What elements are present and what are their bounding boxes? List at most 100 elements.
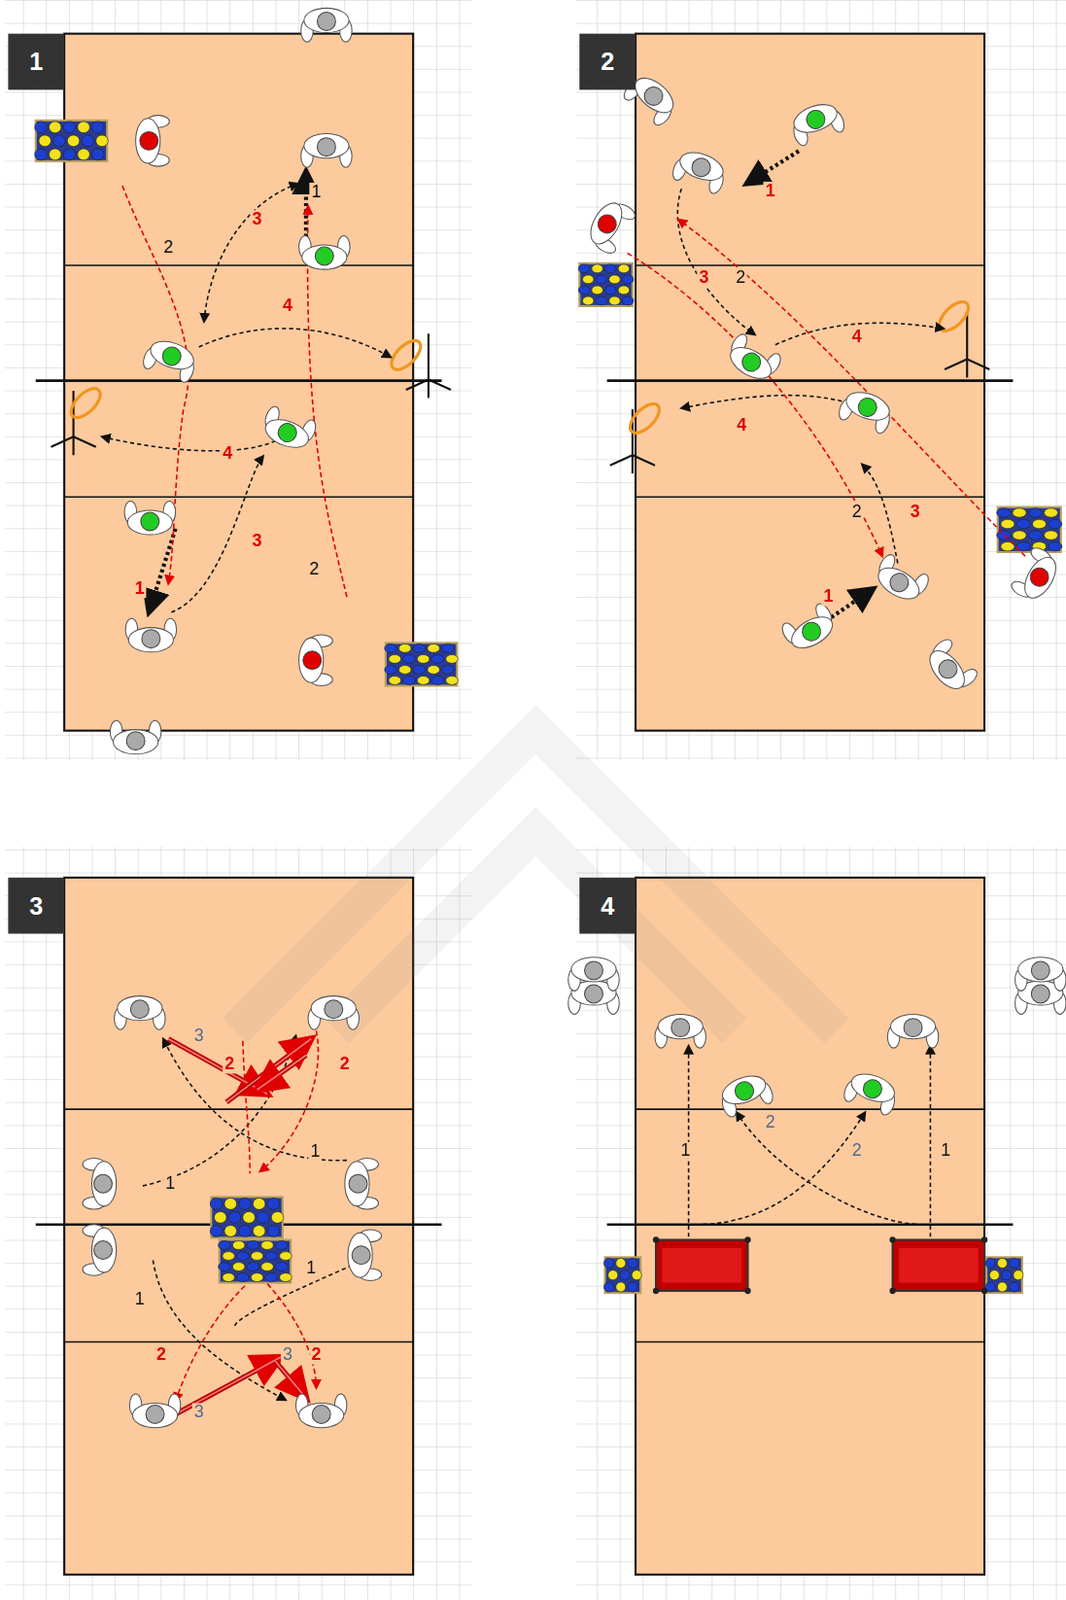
callout-number: 2 [338, 1054, 352, 1073]
player-figure [295, 1393, 346, 1428]
player-figure [301, 134, 352, 169]
callout-number: 2 [763, 1112, 778, 1132]
court [64, 34, 413, 731]
coach-figure [299, 634, 334, 686]
movement-path [678, 219, 1026, 556]
ball-basket [603, 1256, 642, 1293]
movement-path [152, 1260, 285, 1401]
panel-number-box: 4 [579, 877, 636, 934]
movement-path [627, 252, 883, 556]
coach-figure [136, 115, 171, 167]
callout-number: 3 [908, 503, 923, 522]
player-figure [1015, 957, 1066, 992]
panel-number-box: 2 [579, 34, 636, 91]
movement-path [267, 1283, 316, 1388]
movement-path [861, 464, 898, 564]
callout-number: 3 [192, 1026, 207, 1045]
pass-arrow [275, 1360, 306, 1398]
callout-number: 2 [850, 1141, 864, 1161]
movement-path [199, 328, 391, 358]
ball-basket [384, 642, 459, 686]
pass-arrow [226, 1038, 311, 1102]
panel-number-box: 1 [7, 34, 65, 91]
player-figure [779, 600, 841, 655]
panel-number: 2 [600, 47, 615, 76]
player-figure [125, 618, 176, 653]
callout-number: 4 [220, 445, 235, 464]
player-figure [109, 720, 161, 755]
callout-number: 2 [154, 1345, 169, 1365]
player-figure [887, 1014, 938, 1049]
pass-arrow [257, 1054, 307, 1090]
player-figure [836, 385, 896, 436]
player-figure [716, 1068, 776, 1119]
movement-path [148, 528, 175, 613]
player-figure [124, 500, 175, 535]
player-figure [114, 996, 166, 1031]
player-figure [568, 957, 619, 992]
callout-number: 1 [938, 1141, 953, 1161]
callout-number: 2 [222, 1054, 237, 1073]
attack-line [64, 1341, 413, 1343]
attack-line [635, 495, 985, 498]
callout-number: 1 [821, 587, 835, 607]
callout-number: 3 [249, 531, 264, 551]
court [635, 34, 985, 731]
callout-number: 4 [280, 296, 295, 315]
player-figure [670, 145, 730, 196]
coach-figure [583, 195, 638, 257]
net [607, 378, 1014, 382]
callout-number: 2 [733, 268, 748, 287]
attack-line [64, 264, 413, 267]
player-figure [82, 1158, 117, 1209]
panel-number: 3 [29, 891, 43, 920]
callout-number: 3 [192, 1402, 207, 1421]
player-figure [301, 7, 352, 42]
grid-ground [4, 0, 472, 760]
player-figure [722, 331, 785, 386]
movement-path [681, 395, 849, 409]
player-figure [308, 996, 359, 1031]
player-figure [129, 1393, 180, 1428]
callout-number: 1 [763, 181, 778, 201]
player-figure [344, 1158, 379, 1209]
player-figure [654, 1014, 706, 1049]
movement-path [304, 171, 309, 237]
grid-ground [576, 0, 1066, 760]
callout-number: 1 [304, 1258, 318, 1277]
callout-number: 2 [309, 1345, 323, 1365]
movement-path [142, 1035, 296, 1186]
ball-basket [34, 120, 109, 162]
attack-line [635, 264, 985, 267]
player-figure [870, 551, 932, 607]
hoop-target [386, 333, 451, 398]
attack-line [635, 1107, 985, 1110]
panel-number: 1 [29, 47, 43, 76]
movement-path [695, 1111, 865, 1224]
movement-path [242, 1040, 250, 1173]
callout-number: 2 [850, 503, 864, 522]
ball-basket [218, 1239, 293, 1283]
pass-arrow [171, 1356, 280, 1416]
movement-path [929, 1045, 932, 1237]
callout-number: 4 [734, 415, 749, 435]
callout-number: 3 [280, 1345, 295, 1365]
attack-line [635, 1341, 985, 1343]
ball-basket [997, 507, 1063, 552]
movement-path [204, 183, 299, 322]
player-figure [347, 1229, 382, 1280]
callout-number: 4 [850, 327, 864, 346]
callout-number: 2 [161, 239, 175, 258]
callout-number: 3 [696, 268, 711, 287]
attack-line [64, 1107, 413, 1110]
movement-path [746, 150, 799, 184]
callout-number: 1 [133, 1289, 147, 1308]
player-figure [787, 98, 847, 148]
callout-number: 1 [308, 1142, 322, 1162]
hoop-target [610, 398, 665, 474]
callout-number: 3 [249, 209, 264, 229]
player-figure [921, 636, 980, 697]
movement-path [677, 188, 756, 335]
player-figure [82, 1224, 117, 1275]
